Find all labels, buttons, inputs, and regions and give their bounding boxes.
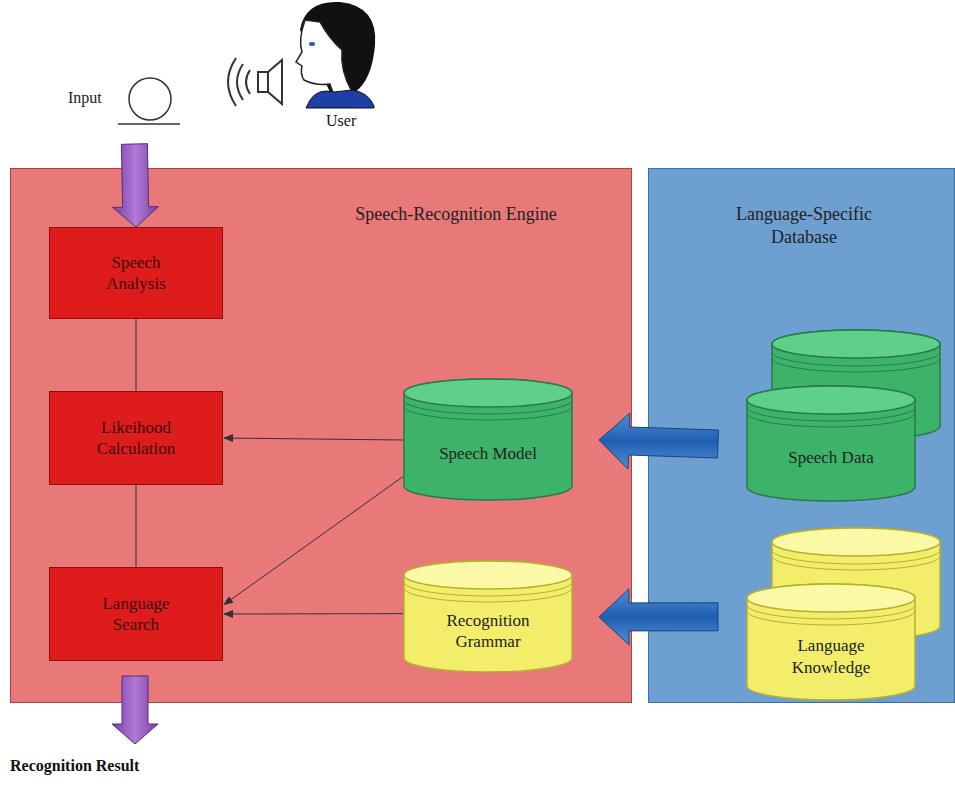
connector-arrow (599, 589, 718, 645)
node-label: Recognition Grammar (428, 610, 548, 653)
database-cylinder: Recognition Grammar (403, 561, 573, 673)
node-label: Speech Model (438, 443, 538, 464)
node-label: Language Search (81, 593, 191, 636)
node-label: Speech-Recognition Engine (346, 203, 566, 226)
connector-arrow (224, 477, 403, 605)
input-circle: Input (66, 76, 180, 126)
node-label: Likeihood Calculation (71, 417, 201, 460)
cylinder-label-area: Recognition Grammar (403, 597, 573, 665)
user-figure (296, 2, 375, 108)
node-label: Speech Analysis (81, 252, 191, 295)
cylinder-label-area: Speech Data (746, 422, 916, 494)
cylinder-label-area: Speech Model (403, 415, 573, 493)
database-cylinder: Language Knowledge (746, 584, 916, 701)
connector-arrow (224, 613, 403, 614)
output-arrow (112, 676, 158, 744)
output-label: Recognition Result (10, 757, 139, 775)
connector-line (136, 319, 137, 391)
engine-panel: Speech-Recognition EngineSpeech Analysis… (10, 168, 632, 703)
node-label: Input (68, 88, 102, 108)
speaker-icon (228, 58, 282, 106)
database-cylinder: Speech Data (746, 386, 916, 502)
back-cylinder (772, 330, 940, 440)
node-label: Language Knowledge (771, 635, 891, 678)
process-box: Language Search (49, 567, 223, 661)
cylinder-outline (746, 386, 916, 502)
connector-arrow (224, 438, 403, 440)
connector-line (136, 485, 137, 567)
cylinder-outline (403, 379, 573, 501)
connector-arrow (599, 413, 719, 469)
back-cylinder (772, 528, 940, 640)
user-label: User (326, 112, 356, 130)
database-cylinder: Speech Model (403, 379, 573, 501)
connector-arrow (113, 144, 159, 227)
node-label: Language-Specific Database (704, 203, 904, 248)
process-box: Speech Analysis (49, 227, 223, 319)
node-label: Speech Data (756, 447, 906, 468)
process-box: Likeihood Calculation (49, 391, 223, 485)
database-panel: Language-Specific DatabaseSpeech DataLan… (648, 168, 955, 703)
cylinder-label-area: Language Knowledge (746, 620, 916, 693)
